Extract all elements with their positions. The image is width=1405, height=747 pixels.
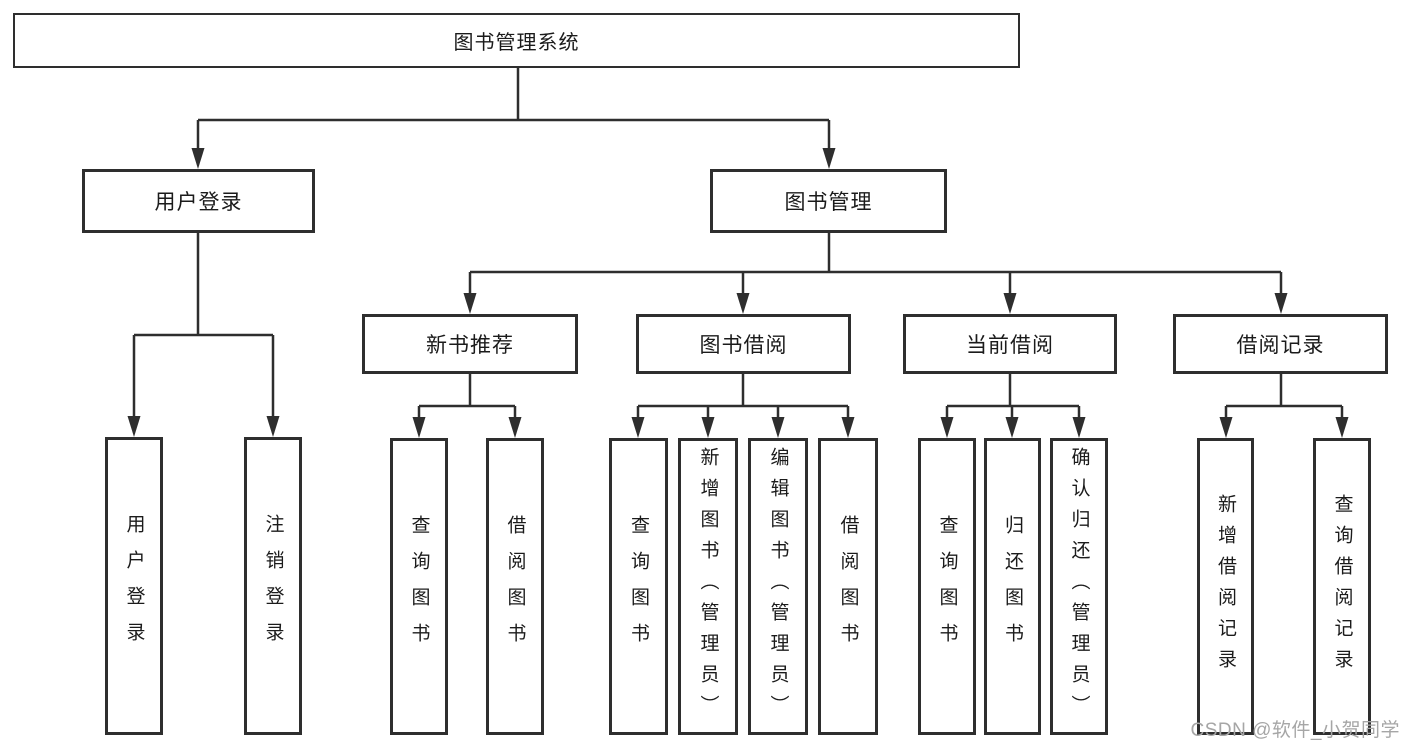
leaf-query-borrow-record-label: 查询借阅记录 (1331, 493, 1353, 680)
leaf-edit-book-admin: 编辑图书（管理员） (748, 438, 808, 735)
node-current-borrow-label: 当前借阅 (966, 334, 1054, 357)
leaf-user-login: 用户登录 (105, 437, 163, 735)
node-borrow-record-label: 借阅记录 (1236, 334, 1325, 357)
node-root-label: 图书管理系统 (453, 32, 580, 54)
leaf-add-borrow-record: 新增借阅记录 (1197, 438, 1254, 735)
node-book-borrow-label: 图书借阅 (699, 334, 788, 357)
node-user-login-label: 用户登录 (154, 191, 243, 214)
leaf-query-books-borrow: 查询图书 (609, 438, 668, 735)
arrowheads (127, 148, 1349, 438)
leaf-edit-book-admin-label: 编辑图书（管理员） (767, 447, 789, 726)
leaf-confirm-return-admin-label: 确认归还（管理员） (1068, 447, 1090, 726)
node-user-login: 用户登录 (82, 169, 315, 233)
node-borrow-record: 借阅记录 (1173, 314, 1388, 374)
node-new-book-recommend-label: 新书推荐 (426, 334, 514, 357)
leaf-return-book: 归还图书 (984, 438, 1041, 735)
leaf-logout: 注销登录 (244, 437, 302, 735)
node-current-borrow: 当前借阅 (903, 314, 1117, 374)
leaf-return-book-label: 归还图书 (1002, 514, 1023, 659)
leaf-user-login-label: 用户登录 (123, 514, 145, 658)
node-book-borrow: 图书借阅 (636, 314, 851, 374)
leaf-add-borrow-record-label: 新增借阅记录 (1215, 493, 1236, 680)
leaf-borrow-books-borrow-label: 借阅图书 (837, 514, 859, 659)
watermark: CSDN @软件_小贺同学 (1190, 720, 1400, 741)
leaf-add-book-admin: 新增图书（管理员） (678, 438, 738, 735)
leaf-query-books-borrow-label: 查询图书 (628, 514, 649, 659)
leaf-query-borrow-record: 查询借阅记录 (1313, 438, 1371, 735)
node-book-management-label: 图书管理 (784, 191, 873, 214)
leaf-borrow-books-recommend: 借阅图书 (486, 438, 544, 735)
leaf-add-book-admin-label: 新增图书（管理员） (697, 447, 719, 726)
leaf-confirm-return-admin: 确认归还（管理员） (1050, 438, 1108, 735)
leaf-query-books-recommend-label: 查询图书 (408, 514, 430, 659)
leaf-query-books-current-label: 查询图书 (936, 514, 958, 659)
node-root: 图书管理系统 (13, 13, 1020, 68)
leaf-borrow-books-recommend-label: 借阅图书 (504, 514, 526, 659)
leaf-logout-label: 注销登录 (262, 514, 284, 658)
leaf-borrow-books-borrow: 借阅图书 (818, 438, 878, 735)
leaf-query-books-current: 查询图书 (918, 438, 976, 735)
node-new-book-recommend: 新书推荐 (362, 314, 578, 374)
leaf-query-books-recommend: 查询图书 (390, 438, 448, 735)
node-book-management: 图书管理 (710, 169, 947, 233)
